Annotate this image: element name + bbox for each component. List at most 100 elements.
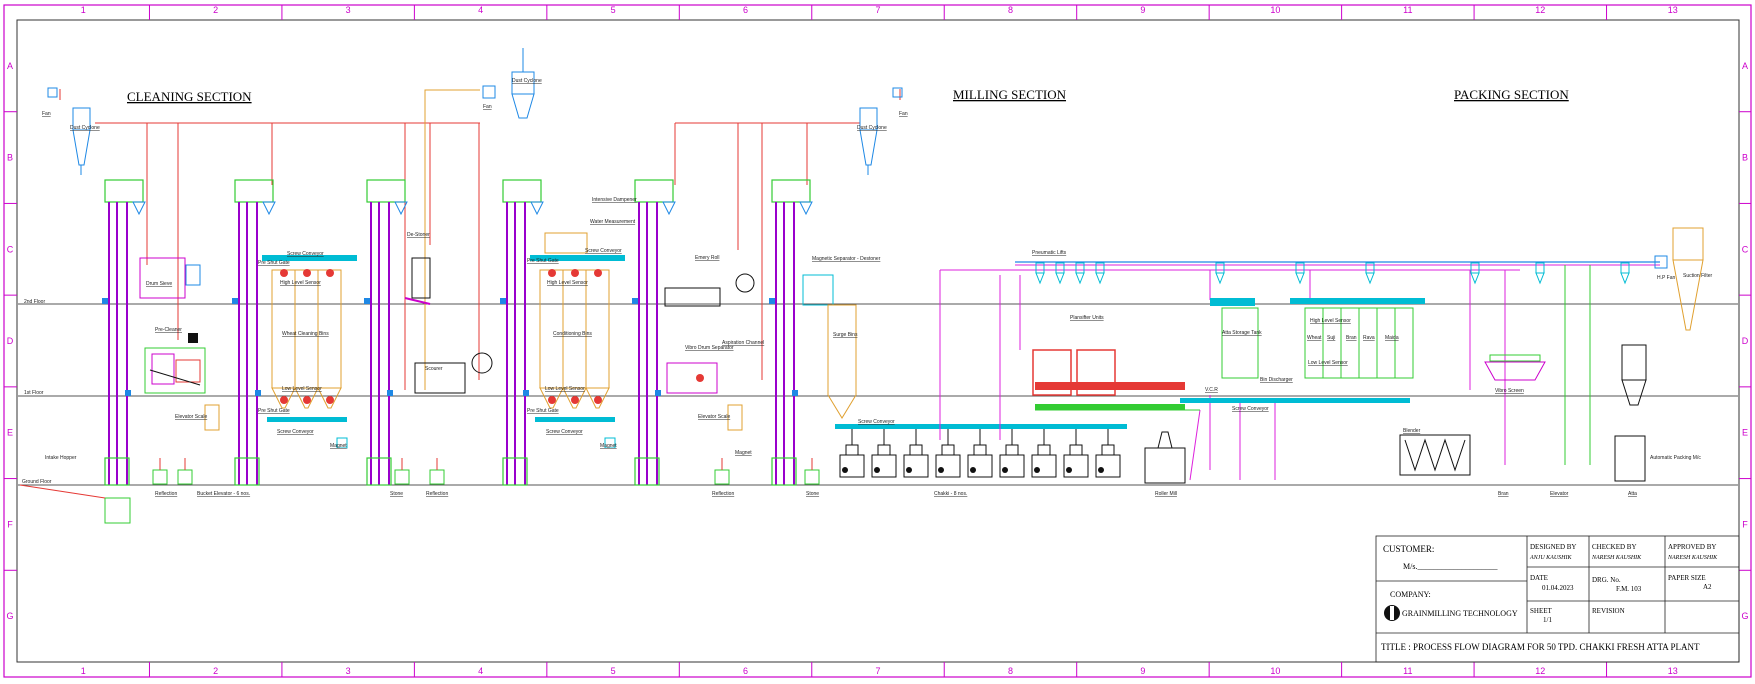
dust-cyclone-1 (47, 87, 91, 175)
low-level-sensor-icon (326, 396, 334, 404)
packing-section-title: PACKING SECTION (1454, 87, 1569, 102)
hp-fan-label: H.P Fan (1657, 275, 1675, 281)
packing-screw-conveyor (1180, 398, 1410, 403)
vcr-label: V.C.R (1205, 387, 1218, 393)
customer-value: M/s.____________________ (1403, 562, 1498, 571)
chakki-3 (903, 429, 929, 478)
drg-no-label: DRG. No. (1592, 576, 1621, 584)
grid-column-4-top: 4 (478, 5, 483, 15)
magnet3-label: Magnet (735, 450, 752, 456)
grid-row-E-left: E (7, 428, 13, 438)
dust-cyclone3-label: Dust Cyclone (857, 125, 887, 131)
grid-column-3-top: 3 (346, 5, 351, 15)
bin-1 (539, 269, 564, 389)
emery-roll-label: Emery Roll (695, 255, 719, 261)
surge-bin (827, 304, 857, 419)
elevator-label: Elevator (1550, 491, 1569, 497)
pneumatic-lines (939, 264, 1660, 481)
dust-cyclone2-label: Dust Cyclone (512, 78, 542, 84)
suji-label: Suji (1327, 335, 1335, 341)
grid-column-11-top: 11 (1403, 5, 1412, 15)
screw-conveyor5-label: Screw Conveyor (858, 419, 895, 425)
date-value: 01.04.2023 (1542, 584, 1574, 592)
grid-column-1-bottom: 1 (81, 666, 86, 676)
wheat-cleaning-bins-label: Wheat Cleaning Bins (282, 331, 329, 337)
intensive-dampener-label: Intensive Dampener (592, 197, 637, 203)
product-bins (1290, 298, 1425, 379)
magnetic-separator (802, 274, 834, 306)
title-block (1375, 535, 1740, 663)
fan3-label: Fan (899, 111, 908, 117)
blender-label: Blender (1403, 428, 1421, 434)
top-screw-conveyor (262, 255, 357, 261)
cleaning-section-title: CLEANING SECTION (127, 89, 252, 104)
suction-filter-label: Suction Filter (1683, 273, 1713, 279)
bin-2 (294, 269, 319, 389)
suction-filter (1654, 227, 1704, 331)
first-floor-label: 1st Floor (24, 390, 44, 396)
collection-bag-5 (714, 458, 730, 485)
bin-hopper (294, 387, 319, 409)
low-level-sensor-icon (303, 396, 311, 404)
magnetic-separator-label: Magnetic Separator - Destoner (812, 256, 881, 262)
bin-hopper (271, 387, 296, 409)
reflection-label: Reflection (155, 491, 177, 497)
rava-label: Rava (1363, 335, 1375, 341)
low-level-sensor3-label: Low Level Sensor (1308, 360, 1348, 366)
bucket-elevator-4 (500, 179, 544, 486)
chakki-5 (967, 429, 993, 478)
drg-no-value: F.M. 103 (1616, 585, 1642, 593)
emery-roll (664, 273, 755, 307)
grid-row-A-right: A (1742, 61, 1748, 71)
bucket-elevator-2 (232, 179, 276, 486)
pneumatic-lifts (1035, 262, 1630, 285)
drum-sieve (139, 257, 201, 299)
magnet-icon (336, 437, 348, 449)
second-floor-label: 2nd Floor (24, 299, 45, 305)
bottom-screw-conveyor (535, 417, 615, 422)
grid-row-C-right: C (1742, 244, 1749, 254)
aspiration-ducts (59, 89, 901, 390)
pre-shut-gate1-label: Pre Shut Gate (258, 260, 290, 266)
dust-cyclone-2 (482, 48, 535, 119)
grid-row-B-left: B (7, 153, 13, 163)
grid-column-10-top: 10 (1270, 5, 1280, 15)
atta-storage-tank-label: Atta Storage Tank (1222, 330, 1262, 336)
low-level-sensor1-label: Low Level Sensor (282, 386, 322, 392)
bucket-elevator-3 (364, 179, 408, 486)
bucket-elevators (102, 179, 820, 486)
high-level-sensor-icon (548, 269, 556, 277)
sheet-label: SHEET (1530, 607, 1553, 615)
elevator-scale2-label: Elevator Scale (698, 414, 730, 420)
de-stoner (404, 257, 431, 305)
wheat-flour-label: Wheat (1307, 335, 1322, 341)
grid-row-F-right: F (1742, 519, 1748, 529)
chakki-4 (935, 429, 961, 478)
screw-conveyor1-label: Screw Conveyor (287, 251, 324, 257)
grid-column-7-top: 7 (875, 5, 880, 15)
chakki-7 (1031, 429, 1057, 478)
outer-border (3, 4, 1752, 678)
grid-column-4-bottom: 4 (478, 666, 483, 676)
pneumatic-lift-1 (1035, 262, 1045, 285)
chakki-screw-conveyor (835, 424, 1127, 429)
automatic-packing-label: Automatic Packing M/c (1650, 455, 1701, 461)
stone-label: Stone (390, 491, 403, 497)
grid-column-12-top: 12 (1535, 5, 1545, 15)
elevator-scale-2 (727, 404, 743, 431)
elevator-scale1-label: Elevator Scale (175, 414, 207, 420)
bran-label: Bran (1498, 491, 1509, 497)
bin-1 (271, 269, 296, 389)
dust-cyclone-3 (859, 87, 903, 175)
checked-by-label: CHECKED BY (1592, 543, 1637, 551)
intake-hopper (19, 484, 131, 524)
pre-cleaner (144, 333, 206, 394)
collection-bag-2 (177, 458, 193, 485)
revision-label: REVISION (1592, 607, 1625, 615)
bin-3 (317, 269, 342, 389)
chakki-mills (839, 429, 1121, 478)
collection-bag-6 (804, 458, 820, 485)
grid-row-F-left: F (7, 519, 13, 529)
grid-column-8-bottom: 8 (1008, 666, 1013, 676)
